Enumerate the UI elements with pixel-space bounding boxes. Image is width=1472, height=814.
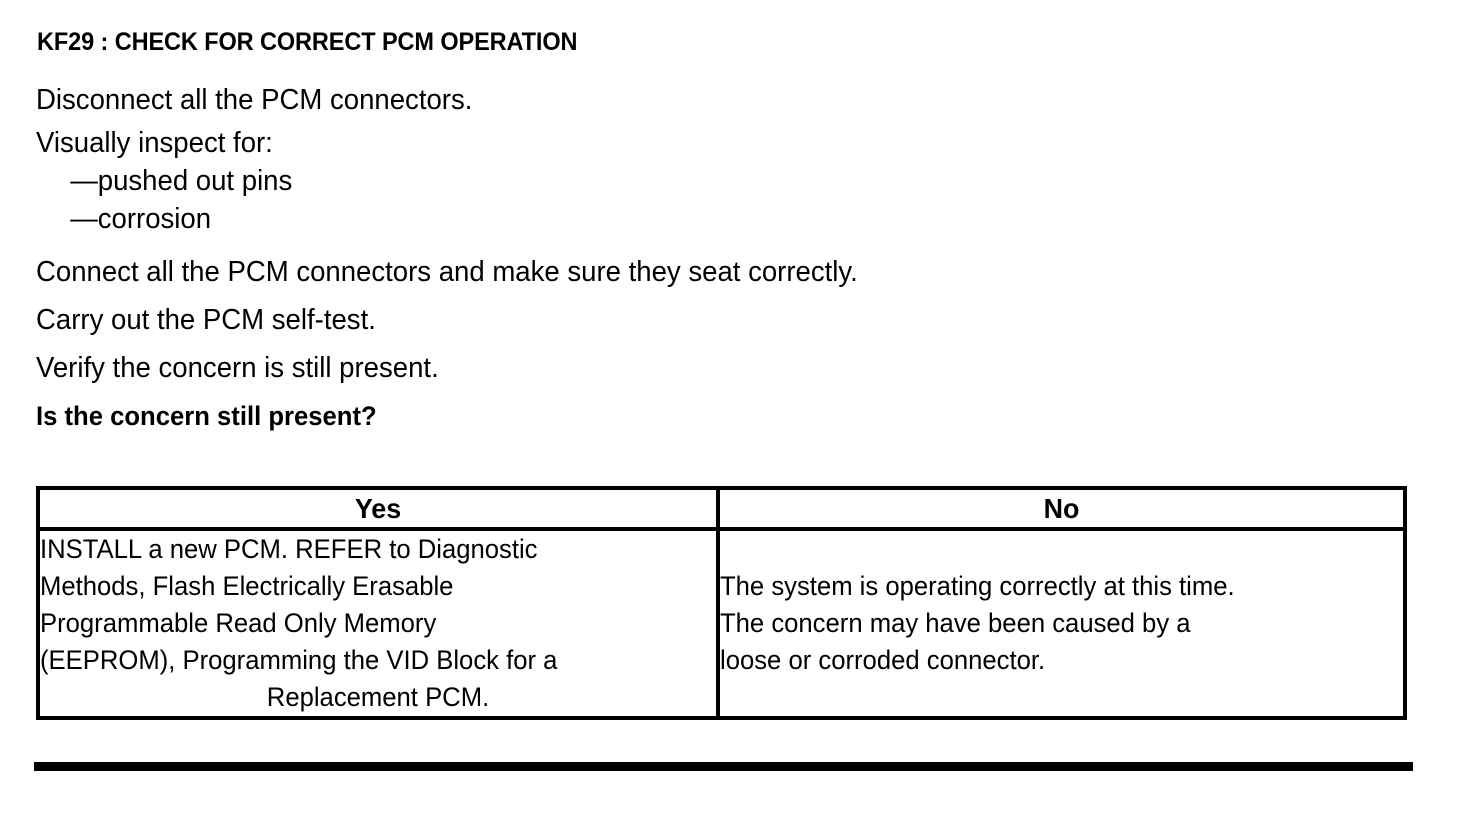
table-row: INSTALL a new PCM. REFER to Diagnostic M…: [36, 527, 1407, 720]
page-title: KF29 : CHECK FOR CORRECT PCM OPERATION: [37, 28, 578, 56]
yes-cell-line-4: (EEPROM), Programming the VID Block for …: [40, 645, 558, 675]
instruction-line-1: Disconnect all the PCM connectors.: [36, 84, 473, 116]
no-cell-line-3: loose or corroded connector.: [720, 645, 1046, 675]
inspect-bullet-corrosion: —corrosion: [70, 203, 212, 235]
yes-cell-line-5: Replacement PCM.: [266, 682, 490, 712]
inspect-bullet-pushed-out-pins: —pushed out pins: [70, 165, 293, 197]
no-cell-line-1: The system is operating correctly at thi…: [720, 571, 1235, 601]
table-cell-no: The system is operating correctly at thi…: [716, 527, 1407, 720]
footer-divider: [34, 762, 1413, 771]
bullet-spacer: [36, 238, 1416, 248]
table-cell-yes: INSTALL a new PCM. REFER to Diagnostic M…: [36, 527, 720, 720]
instruction-line-2: Visually inspect for:: [36, 127, 273, 159]
instruction-line-5: Verify the concern is still present.: [36, 352, 439, 384]
table-header-row: Yes No: [38, 486, 1405, 531]
table-header-no: No: [729, 486, 1394, 531]
instruction-line-4: Carry out the PCM self-test.: [36, 304, 376, 336]
yes-cell-line-2: Methods, Flash Electrically Erasable: [40, 571, 454, 601]
yes-cell-line-1: INSTALL a new PCM. REFER to Diagnostic: [40, 534, 538, 564]
instruction-block: Disconnect all the PCM connectors. Visua…: [36, 76, 1416, 440]
no-cell-line-2: The concern may have been caused by a: [720, 608, 1191, 638]
decision-question: Is the concern still present?: [36, 401, 377, 431]
table-header-yes: Yes: [49, 486, 707, 531]
instruction-line-3: Connect all the PCM connectors and make …: [36, 256, 858, 288]
yes-cell-line-3: Programmable Read Only Memory: [40, 608, 437, 638]
decision-table: Yes No INSTALL a new PCM. REFER to Diagn…: [36, 486, 1407, 720]
